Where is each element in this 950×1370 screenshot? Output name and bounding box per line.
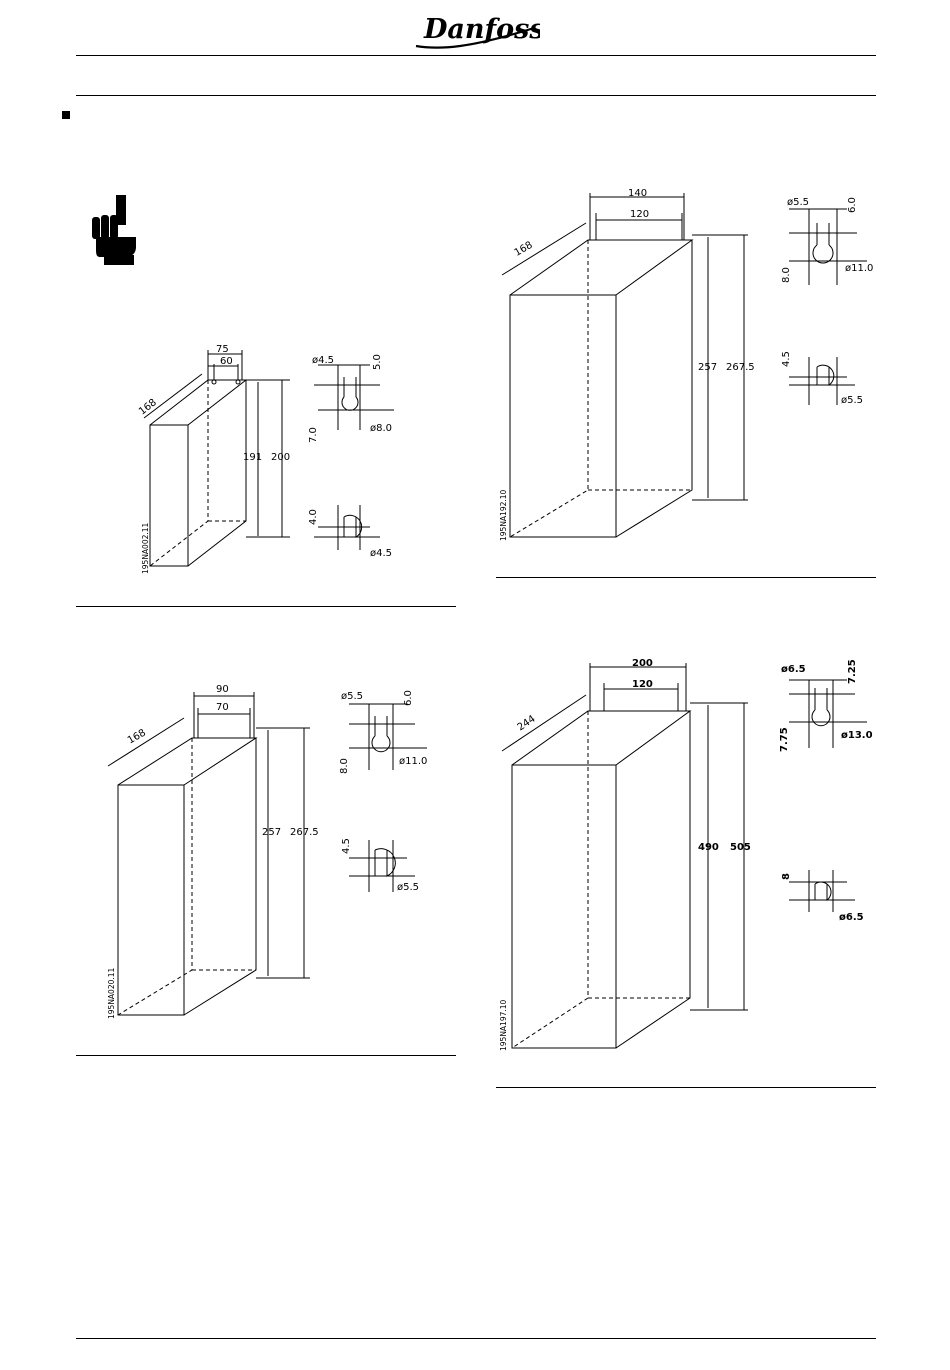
bottom-offset-label: 8 (781, 873, 792, 880)
outer-width-label: 140 (628, 188, 647, 199)
danfoss-logo: Danfoss (410, 6, 540, 52)
bottom-diameter-label: ø5.5 (841, 395, 863, 406)
figure-rule-2 (496, 577, 876, 578)
head-diameter-label: ø11.0 (845, 263, 873, 274)
keyhole-detail-2: ø5.5 6.0 8.0 ø11.0 4.5 ø5.5 (775, 185, 885, 415)
head-offset-label: 8.0 (339, 758, 350, 774)
head-diameter-label: ø11.0 (399, 756, 427, 767)
bottom-diameter-label: ø6.5 (839, 912, 864, 923)
bottom-diameter-label: ø4.5 (370, 548, 392, 559)
keyhole-detail-3: ø5.5 6.0 8.0 ø11.0 4.5 ø5.5 (335, 680, 445, 910)
header-rule-bottom (76, 95, 876, 96)
inner-height-label: 191 (243, 452, 262, 463)
bottom-offset-label: 4.5 (781, 351, 792, 367)
bottom-offset-label: 4.0 (308, 509, 319, 525)
dimension-drawing-3: 168 90 70 257 267.5 195NA020.11 (98, 680, 328, 1025)
top-offset-label: 6.0 (403, 690, 414, 706)
outer-height-label: 267.5 (726, 362, 755, 373)
brand-wordmark: Danfoss (423, 14, 540, 45)
head-offset-label: 8.0 (781, 267, 792, 283)
inner-width-label: 120 (630, 209, 649, 220)
section-bullet-icon (62, 111, 70, 119)
outer-height-label: 505 (730, 842, 751, 853)
drawing-code: 195NA020.11 (107, 967, 116, 1019)
inner-height-label: 257 (698, 362, 717, 373)
figure-rule-3 (76, 1055, 456, 1056)
slot-diameter-label: ø5.5 (341, 691, 363, 702)
head-diameter-label: ø13.0 (841, 730, 873, 741)
outer-width-label: 200 (632, 658, 653, 669)
slot-diameter-label: ø5.5 (787, 197, 809, 208)
figure-rule-4 (496, 1087, 876, 1088)
bottom-offset-label: 4.5 (341, 838, 352, 854)
figure-rule-1 (76, 606, 456, 607)
outer-width-label: 90 (216, 684, 229, 695)
keyhole-detail-4: ø6.5 7.25 7.75 ø13.0 8 ø6.5 (775, 648, 885, 888)
header-rule-top (76, 55, 876, 56)
dimension-drawing-4: 244 200 120 490 505 195NA197.10 (490, 655, 770, 1055)
head-diameter-label: ø8.0 (370, 423, 392, 434)
outer-width-label: 75 (216, 344, 229, 355)
depth-label: 168 (126, 727, 148, 746)
keyhole-detail-1: ø4.5 5.0 7.0 ø8.0 4.0 ø4.5 (300, 345, 410, 570)
head-offset-label: 7.0 (308, 427, 319, 443)
top-offset-label: 5.0 (372, 354, 383, 370)
top-offset-label: 7.25 (847, 659, 858, 684)
slot-diameter-label: ø4.5 (312, 355, 334, 366)
inner-height-label: 490 (698, 842, 719, 853)
top-offset-label: 6.0 (847, 197, 858, 213)
drawing-code: 195NA192.10 (499, 489, 508, 541)
inner-width-label: 60 (220, 356, 233, 367)
head-offset-label: 7.75 (779, 727, 790, 752)
depth-label: 244 (516, 714, 538, 734)
pointing-hand-icon (90, 193, 142, 267)
inner-width-label: 120 (632, 679, 653, 690)
outer-height-label: 200 (271, 452, 290, 463)
inner-width-label: 70 (216, 702, 229, 713)
drawing-code: 195NA197.10 (499, 999, 508, 1051)
footer-rule (76, 1338, 876, 1339)
outer-height-label: 267.5 (290, 827, 319, 838)
drawing-code: 195NA002.11 (141, 522, 150, 574)
inner-height-label: 257 (262, 827, 281, 838)
depth-label: 168 (513, 240, 535, 259)
bottom-diameter-label: ø5.5 (397, 882, 419, 893)
slot-diameter-label: ø6.5 (781, 664, 806, 675)
dimension-drawing-2: 168 140 120 257 267.5 195NA192.10 (490, 185, 770, 545)
